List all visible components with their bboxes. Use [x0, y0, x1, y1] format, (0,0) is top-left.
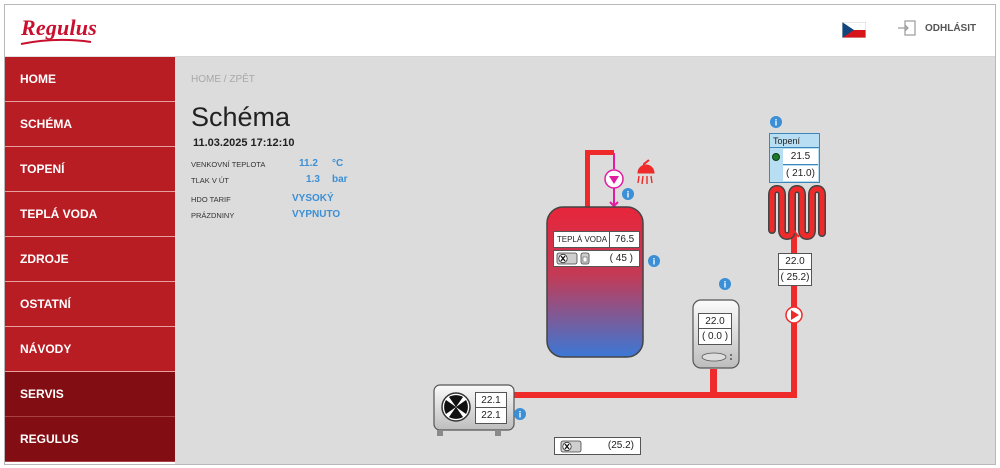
logo-swoosh-icon: [20, 38, 92, 45]
nav-regulus[interactable]: REGULUS: [5, 417, 175, 462]
nav-label: REGULUS: [20, 432, 79, 446]
heating-coil: [768, 184, 826, 241]
logout-button[interactable]: ODHLÁSIT: [897, 19, 976, 37]
outdoor-temp-unit: °C: [332, 158, 344, 169]
nav-label: HOME: [20, 72, 56, 86]
heating-setpoint: ( 21.0): [783, 166, 818, 181]
tank-label-box: TEPLÁ VODA: [553, 231, 610, 248]
tank-temp-box[interactable]: 76.5: [609, 231, 640, 248]
info-icon[interactable]: i: [514, 408, 526, 420]
nav-label: SCHÉMA: [20, 117, 73, 131]
heating-circuit-box[interactable]: Topení 21.5 ( 21.0): [769, 133, 820, 183]
heat-pump-icon: [560, 440, 582, 453]
nav-servis[interactable]: SERVIS: [5, 372, 175, 417]
flow-arrow-icon: [788, 229, 800, 238]
tariff-label: HDO TARIF: [191, 195, 231, 204]
tank-label: TEPLÁ VODA: [556, 235, 608, 244]
circuit-setpoint: ( 25.2): [780, 272, 810, 283]
heating-circuit-label: Topení: [770, 134, 819, 148]
nav-label: SERVIS: [20, 387, 64, 401]
holiday-label: PRÁZDNINY: [191, 211, 235, 220]
info-icon[interactable]: i: [648, 255, 660, 267]
tank-source-icons: [556, 252, 590, 265]
tank-temp: 76.5: [614, 234, 635, 245]
tank-setpoint: ( 45 ): [609, 253, 633, 264]
sidebar: Regulus HOME SCHÉMA TOPENÍ TEPLÁ VODA ZD…: [5, 5, 175, 464]
logo-text: Regulus: [21, 15, 97, 40]
shower-icon: [637, 159, 655, 185]
svg-text:i: i: [775, 118, 778, 128]
nav-label: TEPLÁ VODA: [20, 207, 98, 221]
hot-water-tank[interactable]: [546, 206, 644, 358]
app-frame: Regulus HOME SCHÉMA TOPENÍ TEPLÁ VODA ZD…: [4, 4, 996, 465]
room-temp: 22.0: [699, 314, 731, 329]
logout-label: ODHLÁSIT: [925, 22, 977, 34]
pressure-value: 1.3: [306, 174, 320, 185]
nav-label: OSTATNÍ: [20, 297, 71, 311]
hp-temp-1: 22.1: [476, 393, 506, 408]
holiday-value: VYPNUTO: [292, 209, 341, 220]
nav-label: TOPENÍ: [20, 162, 65, 176]
current-datetime: 11.03.2025 17:12:10: [193, 137, 295, 149]
nav-label: NÁVODY: [20, 342, 72, 356]
nav-navody[interactable]: NÁVODY: [5, 327, 175, 372]
circuit-pump: [785, 306, 803, 324]
electric-heater-icon: [580, 252, 590, 265]
nav-zdroje[interactable]: ZDROJE: [5, 237, 175, 282]
tariff-value: VYSOKÝ: [292, 193, 334, 204]
svg-text:i: i: [724, 280, 727, 290]
nav-schema[interactable]: SCHÉMA: [5, 102, 175, 147]
nav-home[interactable]: HOME: [5, 57, 175, 102]
heat-pump-temp-box[interactable]: 22.1 22.1: [475, 392, 507, 424]
svg-text:i: i: [519, 410, 522, 420]
circuit-temp: 22.0: [779, 254, 811, 270]
outdoor-temp-label: VENKOVNÍ TEPLOTA: [191, 160, 266, 169]
nav-tepla-voda[interactable]: TEPLÁ VODA: [5, 192, 175, 237]
hp-setpoint: (25.2): [607, 440, 634, 451]
circuit-temp-box[interactable]: 22.0 ( 25.2): [778, 253, 812, 286]
top-bar: ODHLÁSIT: [175, 5, 995, 57]
svg-text:i: i: [653, 257, 656, 267]
logo[interactable]: Regulus: [5, 5, 175, 57]
info-icon[interactable]: i: [770, 116, 782, 128]
page-title: Schéma: [191, 102, 291, 132]
outdoor-temp-value: 11.2: [299, 158, 318, 169]
breadcrumb[interactable]: HOME / ZPĚT: [191, 74, 255, 85]
heating-temp: 21.5: [783, 149, 818, 165]
hp-temp-2: 22.1: [481, 410, 501, 421]
heat-pump-icon: [556, 252, 578, 265]
info-icon[interactable]: i: [622, 188, 634, 200]
room-temp-box[interactable]: 22.0 ( 0.0 ): [698, 313, 732, 345]
room-setpoint: ( 0.0 ): [701, 331, 729, 342]
pressure-unit: bar: [332, 174, 348, 185]
info-icon[interactable]: i: [719, 278, 731, 290]
pressure-label: TLAK V ÚT: [191, 176, 229, 185]
nav-ostatni[interactable]: OSTATNÍ: [5, 282, 175, 327]
nav-topeni[interactable]: TOPENÍ: [5, 147, 175, 192]
svg-text:i: i: [627, 190, 630, 200]
czech-flag-icon[interactable]: [842, 22, 866, 38]
status-dot-icon: [772, 153, 780, 161]
nav-label: ZDROJE: [20, 252, 69, 266]
dhw-pump: [604, 153, 624, 208]
main-content: HOME / ZPĚT Schéma 11.03.2025 17:12:10 V…: [175, 57, 995, 464]
logout-icon: [898, 20, 916, 36]
